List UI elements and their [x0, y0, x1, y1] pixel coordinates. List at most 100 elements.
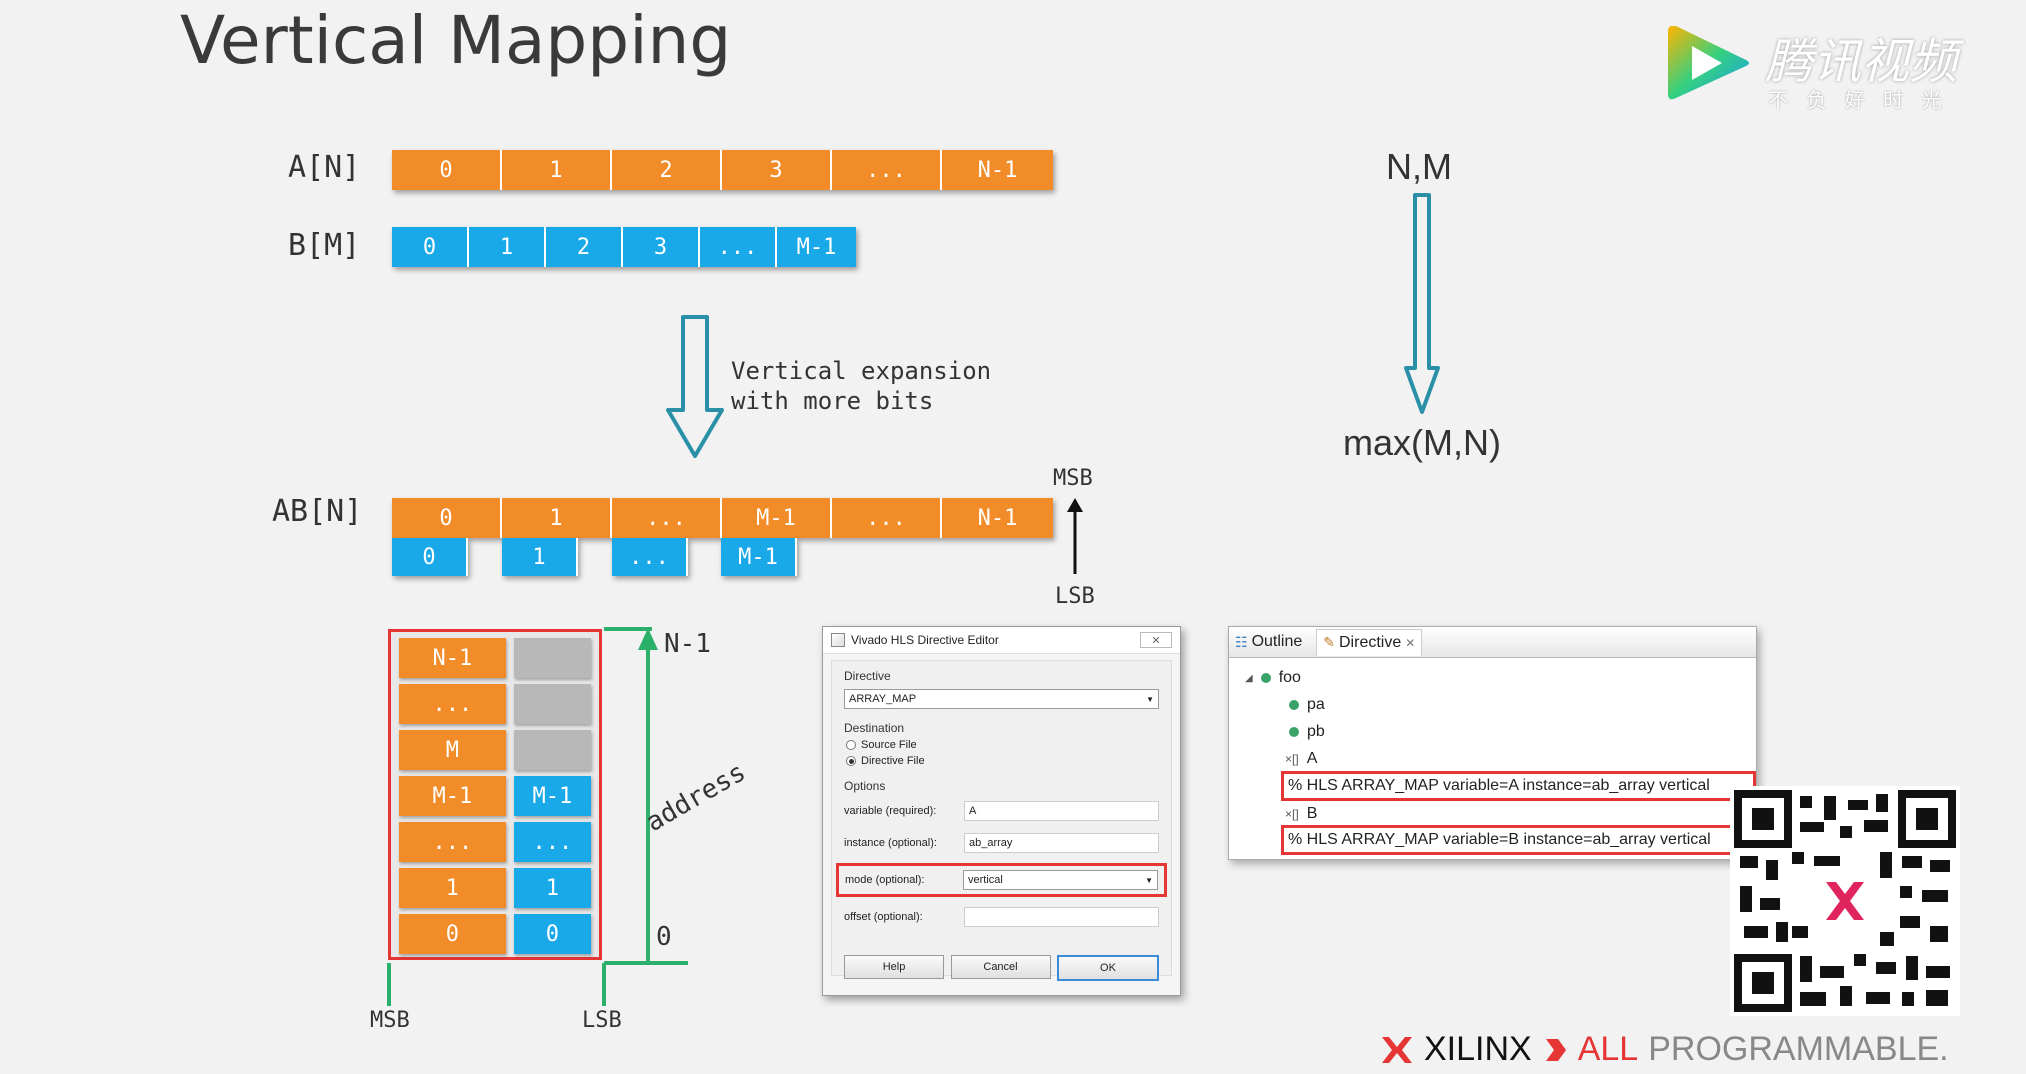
- array-b-cell: 3: [623, 227, 700, 267]
- ok-button[interactable]: OK: [1057, 955, 1159, 981]
- tab-outline[interactable]: ☷ Outline: [1235, 633, 1302, 651]
- radio-directive-file[interactable]: Directive File: [846, 755, 1159, 767]
- tree-item-foo[interactable]: ◢ foo: [1245, 669, 1301, 687]
- cancel-button[interactable]: Cancel: [950, 955, 1051, 979]
- directive-select[interactable]: ARRAY_MAP ▼: [844, 689, 1159, 709]
- memory-grid: N-1 ... M M-1 M-1 ... ... 1 1 0 0: [388, 629, 602, 960]
- variable-input[interactable]: A: [964, 801, 1159, 821]
- address-top-label: N-1: [664, 629, 711, 659]
- radio-icon: [846, 740, 856, 750]
- app-icon: [831, 633, 845, 647]
- tree-item-pa-label: pa: [1307, 696, 1325, 713]
- array-ab-cell: M-1: [722, 498, 832, 538]
- tree-item-b[interactable]: ×[] B: [1285, 805, 1317, 823]
- array-ab-label: AB[N]: [272, 494, 363, 529]
- memory-row: 0 0: [399, 914, 591, 954]
- memory-row: M-1 M-1: [399, 776, 591, 816]
- watermark-logo: [1660, 18, 1756, 108]
- page-title: Vertical Mapping: [180, 2, 732, 79]
- watermark-slogan: 不 负 好 时 光: [1768, 88, 1948, 112]
- array-a-cell: ...: [832, 150, 942, 190]
- array-b-cell: 0: [392, 227, 469, 267]
- memory-cell-msb: N-1: [399, 638, 506, 678]
- directive-section-label: Directive: [844, 669, 891, 683]
- directive-line-b[interactable]: % HLS ARRAY_MAP variable=B instance=ab_a…: [1281, 825, 1756, 855]
- memory-cell-msb: ...: [399, 684, 506, 724]
- offset-input[interactable]: [964, 907, 1159, 927]
- memory-cell-msb: 0: [399, 914, 506, 954]
- down-arrow-icon: [1404, 193, 1440, 414]
- array-ab-cell: ...: [612, 498, 722, 538]
- lsb-label: LSB: [1055, 584, 1095, 609]
- array-b-label: B[M]: [288, 228, 361, 263]
- down-arrow-icon: [666, 315, 724, 458]
- array-a-cell: N-1: [942, 150, 1053, 190]
- memory-msb-label: MSB: [370, 1008, 410, 1033]
- radio-directive-file-label: Directive File: [861, 755, 925, 767]
- radio-source-file[interactable]: Source File: [846, 739, 1159, 751]
- offset-label: offset (optional):: [844, 911, 923, 923]
- instance-label: instance (optional):: [844, 837, 937, 849]
- array-ab-top: 0 1 ... M-1 ... N-1: [392, 498, 1053, 538]
- array-a-cell: 0: [392, 150, 502, 190]
- memory-row: M: [399, 730, 591, 770]
- close-icon[interactable]: ✕: [1140, 632, 1172, 648]
- memory-cell-msb: M-1: [399, 776, 506, 816]
- footer-brand: XILINX ALL PROGRAMMABLE.: [1380, 1030, 1949, 1069]
- array-b-cell: ...: [700, 227, 777, 267]
- instance-input[interactable]: ab_array: [964, 833, 1159, 853]
- memory-cell-lsb: 0: [513, 914, 591, 954]
- memory-cell-lsb-empty: [513, 638, 591, 678]
- memory-cell-msb: 1: [399, 868, 506, 908]
- radio-source-file-label: Source File: [861, 739, 917, 751]
- destination-section-label: Destination: [844, 721, 905, 735]
- chevron-right-icon: [1545, 1038, 1566, 1061]
- tab-directive[interactable]: ✎ Directive ✕: [1316, 628, 1423, 656]
- option-row-mode: mode (optional): vertical ▼: [836, 863, 1167, 897]
- option-row-instance: instance (optional): ab_array: [844, 833, 1159, 853]
- watermark-brand: 腾讯视频: [1765, 34, 1958, 90]
- tab-outline-label: Outline: [1251, 633, 1303, 650]
- dialog-titlebar: Vivado HLS Directive Editor ✕: [823, 627, 1180, 654]
- tree-item-pa[interactable]: pa: [1289, 696, 1325, 714]
- tree-item-a[interactable]: ×[] A: [1285, 750, 1317, 768]
- mode-select[interactable]: vertical ▼: [963, 870, 1158, 890]
- expansion-note: Vertical expansion with more bits: [731, 357, 992, 415]
- array-a: 0 1 2 3 ... N-1: [392, 150, 1053, 190]
- memory-lsb-label: LSB: [582, 1008, 622, 1033]
- port-icon: [1289, 727, 1299, 737]
- footer-tagline-accent: ALL: [1577, 1030, 1639, 1068]
- expand-triangle-icon: ◢: [1245, 672, 1253, 684]
- chevron-down-icon: ▼: [1145, 875, 1153, 885]
- mode-label: mode (optional):: [845, 874, 925, 886]
- array-b-cell: 2: [546, 227, 623, 267]
- radio-selected-icon: [846, 756, 856, 766]
- up-arrow-icon: [1067, 498, 1083, 574]
- directive-select-value: ARRAY_MAP: [849, 693, 917, 705]
- outline-icon: ☷: [1235, 633, 1248, 650]
- tree-item-pb[interactable]: pb: [1289, 723, 1325, 741]
- size-input-label: N,M: [1386, 146, 1452, 187]
- dialog-title: Vivado HLS Directive Editor: [851, 633, 999, 647]
- array-ab-cell: 0: [392, 498, 502, 538]
- tree-item-foo-label: foo: [1278, 669, 1301, 686]
- outline-panel: ☷ Outline ✎ Directive ✕ ◢ foo pa pb ×[] …: [1228, 626, 1757, 860]
- directive-line-a[interactable]: % HLS ARRAY_MAP variable=A instance=ab_a…: [1281, 771, 1756, 801]
- array-ab-low-cell: 1: [502, 538, 578, 576]
- close-icon[interactable]: ✕: [1405, 635, 1416, 650]
- array-icon: ×[]: [1285, 752, 1299, 766]
- tree-item-b-label: B: [1306, 805, 1318, 822]
- tab-directive-label: Directive: [1339, 633, 1402, 651]
- array-ab-cell: N-1: [942, 498, 1053, 538]
- directive-icon: ✎: [1323, 634, 1335, 650]
- help-button[interactable]: Help: [844, 955, 944, 979]
- array-a-cell: 3: [722, 150, 832, 190]
- array-a-cell: 1: [502, 150, 612, 190]
- memory-row: ... ...: [399, 822, 591, 862]
- memory-cell-lsb-empty: [513, 684, 591, 724]
- directive-editor-dialog: Vivado HLS Directive Editor ✕ Directive …: [822, 626, 1181, 996]
- memory-row: N-1: [399, 638, 591, 678]
- memory-row: 1 1: [399, 868, 591, 908]
- mode-select-value: vertical: [968, 874, 1003, 886]
- option-row-variable: variable (required): A: [844, 801, 1159, 821]
